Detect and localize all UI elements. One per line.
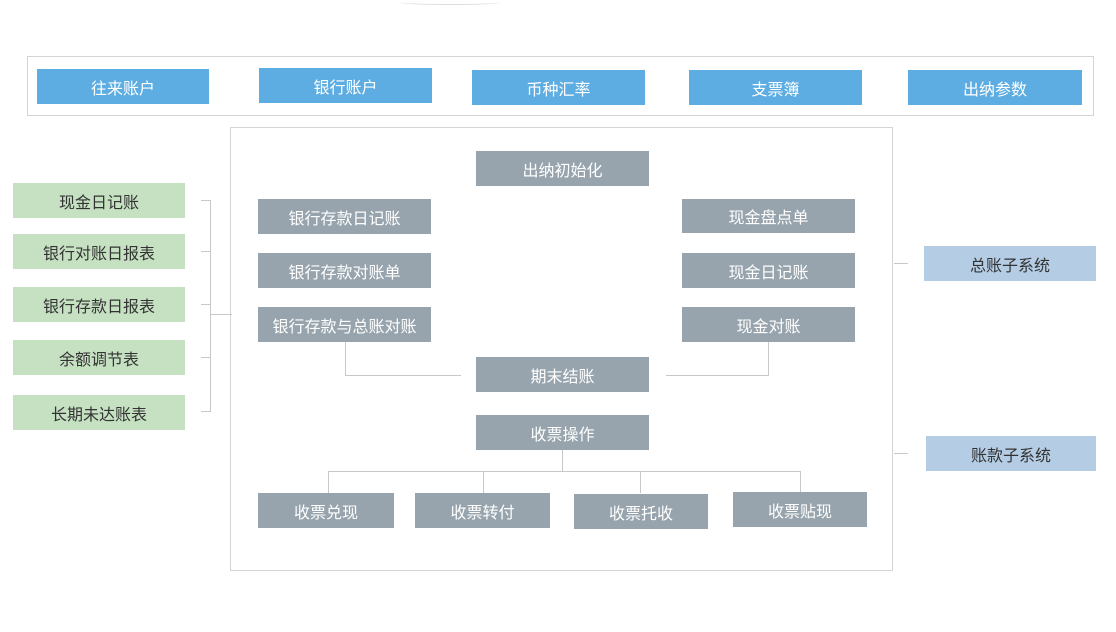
bank-to-close-vertical [345,342,346,375]
period-close-box[interactable]: 期末结账 [476,357,649,392]
ar-connector [894,453,908,454]
bracket-tick-2 [201,251,210,252]
bracket-tick-3 [201,304,210,305]
main-module-frame [230,127,893,571]
bill-branch-3 [640,471,641,493]
nav-contacts-account[interactable]: 往来账户 [37,69,209,104]
bill-ops-stem [562,450,563,471]
nav-bank-account[interactable]: 银行账户 [259,68,432,103]
cash-count-box[interactable]: 现金盘点单 [682,199,855,233]
cashier-init-box[interactable]: 出纳初始化 [476,151,649,186]
cash-to-close-horizontal [666,375,769,376]
cash-journal-box[interactable]: 现金日记账 [682,253,855,288]
gl-connector [894,263,908,264]
bracket-tick-5 [201,411,210,412]
bill-ops-branch [328,471,800,472]
bill-operations-box[interactable]: 收票操作 [476,415,649,450]
bank-deposit-journal-box[interactable]: 银行存款日记账 [258,199,431,234]
cash-to-close-vertical [768,342,769,375]
bill-branch-4 [800,471,801,493]
top-nav-frame [27,56,1094,116]
report-bank-deposit-daily[interactable]: 银行存款日报表 [13,287,185,322]
bill-cash-box[interactable]: 收票兑现 [258,493,394,528]
report-balance-adjustment[interactable]: 余额调节表 [13,340,185,375]
bracket-connector [210,314,232,315]
cash-reconcile-box[interactable]: 现金对账 [682,307,855,342]
nav-checkbook[interactable]: 支票簿 [689,70,862,105]
bracket-tick-4 [201,357,210,358]
report-cash-journal[interactable]: 现金日记账 [13,183,185,218]
bill-branch-1 [328,471,329,493]
bill-transfer-box[interactable]: 收票转付 [415,493,550,528]
top-decoration-arc [400,0,500,5]
bill-branch-2 [483,471,484,493]
bank-ledger-reconcile-box[interactable]: 银行存款与总账对账 [258,307,431,342]
report-long-term-outstanding[interactable]: 长期未达账表 [13,395,185,430]
receivables-subsystem[interactable]: 账款子系统 [926,436,1096,471]
nav-cashier-params[interactable]: 出纳参数 [908,70,1082,105]
report-bank-reconciliation-daily[interactable]: 银行对账日报表 [13,234,185,269]
bank-statement-box[interactable]: 银行存款对账单 [258,253,431,288]
bracket-tick-1 [201,200,210,201]
bill-discount-box[interactable]: 收票贴现 [733,492,867,527]
bracket-vertical [210,200,211,412]
general-ledger-subsystem[interactable]: 总账子系统 [924,246,1096,281]
nav-currency-rate[interactable]: 币种汇率 [472,70,645,105]
bank-to-close-horizontal [345,375,461,376]
bill-collection-box[interactable]: 收票托收 [574,494,708,529]
